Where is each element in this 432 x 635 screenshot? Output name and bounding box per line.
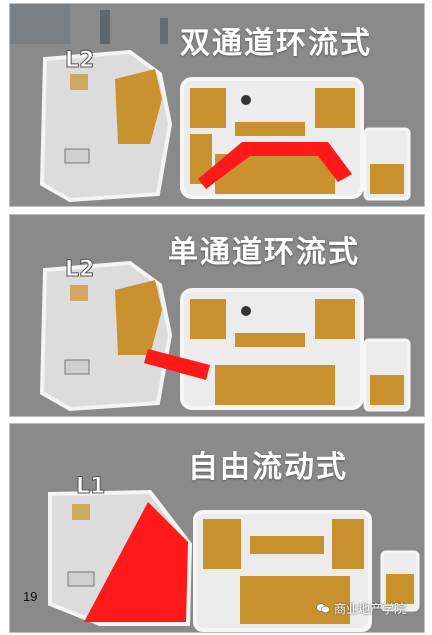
floorplan-double-channel	[10, 4, 411, 203]
panel-double-channel: 双通道环流式 L2	[9, 3, 425, 207]
panel-free-flow: 自由流动式 L1	[9, 423, 425, 633]
level-label: L2	[64, 257, 95, 283]
level-label: L2	[64, 48, 95, 74]
watermark-text: 商业地产学院	[334, 602, 407, 616]
level-label: L1	[75, 474, 106, 500]
wechat-icon	[316, 603, 330, 614]
floorplan-single-channel	[39, 260, 411, 412]
panel-title: 双通道环流式	[180, 26, 372, 61]
panel-title: 自由流动式	[188, 450, 348, 485]
panel-title: 单通道环流式	[168, 235, 360, 270]
floorplan-free-flow	[48, 489, 420, 632]
page-number: 19	[23, 589, 38, 604]
watermark: 商业地产学院	[316, 600, 406, 617]
panel-single-channel: 单通道环流式 L2	[9, 214, 425, 417]
